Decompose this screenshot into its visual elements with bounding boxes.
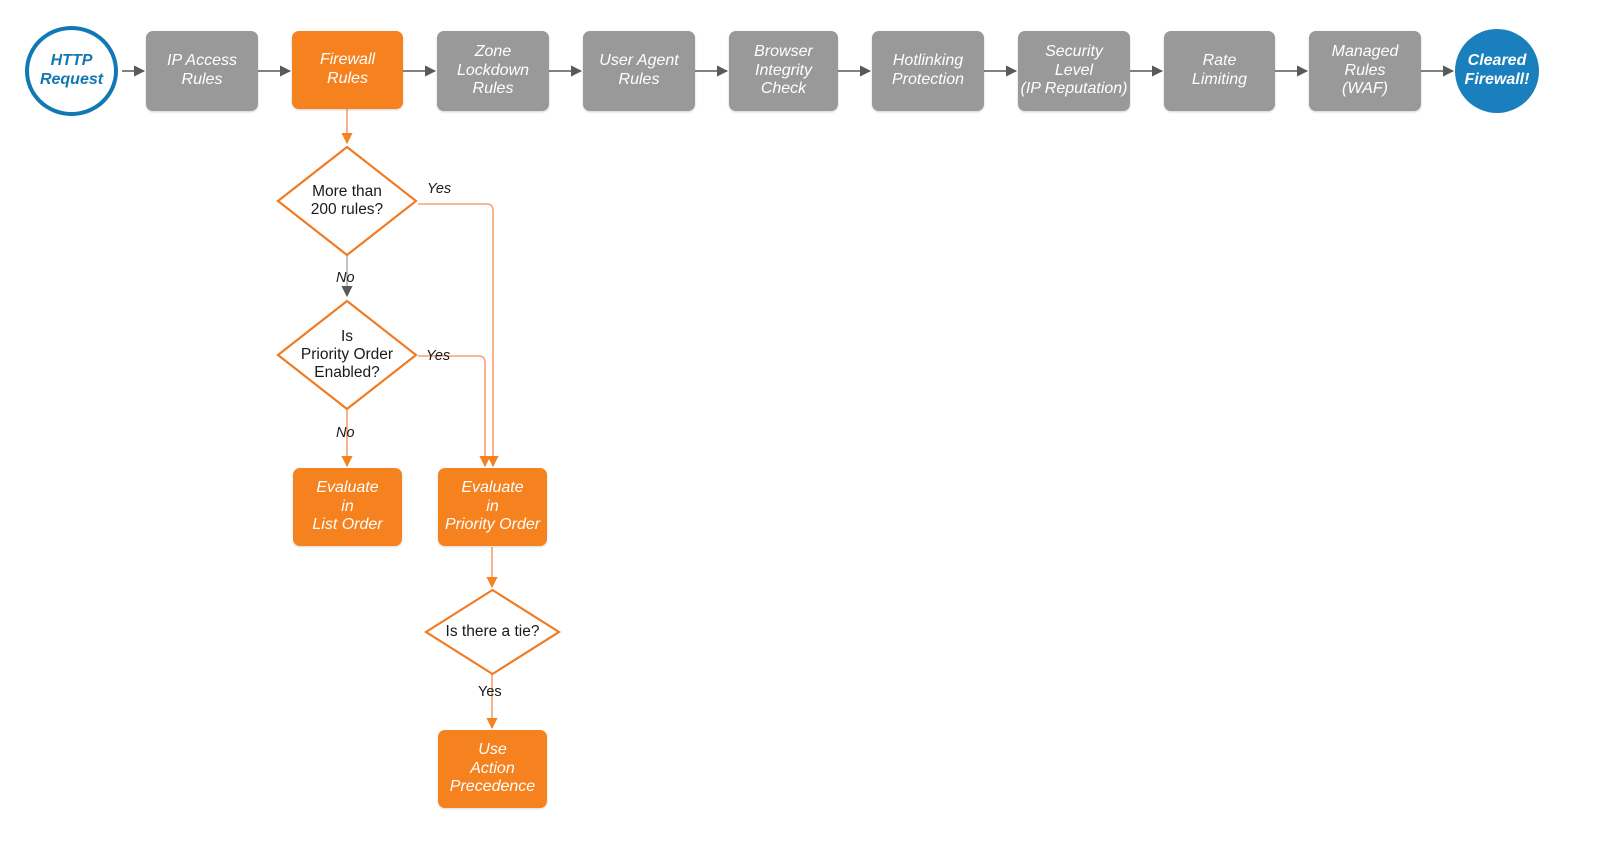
node-use-action-precedence[interactable]: Use Action Precedence [438, 730, 547, 808]
node-rate-limiting[interactable]: Rate Limiting [1164, 31, 1275, 111]
node-ip-access-rules[interactable]: IP Access Rules [146, 31, 258, 111]
node-managed-rules-waf[interactable]: Managed Rules (WAF) [1309, 31, 1421, 111]
node-user-agent-rules[interactable]: User Agent Rules [583, 31, 695, 111]
edge-label-yes-200-rules: Yes [427, 181, 452, 197]
edge-yes-200-to-priority-order [418, 203, 499, 468]
node-firewall-rules[interactable]: Firewall Rules [292, 31, 403, 109]
diamond-shape-200-rules [276, 145, 418, 257]
diamond-shape-is-there-a-tie [424, 588, 561, 676]
node-evaluate-in-priority-order[interactable]: Evaluate in Priority Order [438, 468, 547, 546]
node-zone-lockdown-rules[interactable]: Zone Lockdown Rules [437, 31, 549, 111]
edge-yes-priority-to-priority-order [418, 355, 491, 468]
node-decision-is-there-a-tie[interactable]: Is there a tie? [424, 588, 561, 676]
decision-label-200-rules: More than 200 rules? [310, 183, 384, 218]
edge-label-no-priority-order: No [336, 425, 355, 441]
node-browser-integrity-check[interactable]: Browser Integrity Check [729, 31, 838, 111]
node-security-level[interactable]: Security Level (IP Reputation) [1018, 31, 1130, 111]
edge-label-yes-priority-order: Yes [426, 348, 451, 364]
node-decision-more-than-200-rules[interactable]: More than 200 rules? [276, 145, 418, 257]
node-decision-priority-order-enabled[interactable]: Is Priority Order Enabled? [276, 299, 418, 411]
node-hotlinking-protection[interactable]: Hotlinking Protection [872, 31, 984, 111]
node-cleared-firewall[interactable]: Cleared Firewall! [1455, 29, 1539, 113]
diamond-shape-priority-order [276, 299, 418, 411]
decision-label-priority-order: Is Priority Order Enabled? [300, 328, 394, 381]
node-evaluate-in-list-order[interactable]: Evaluate in List Order [293, 468, 402, 546]
edge-label-yes-tie: Yes [478, 684, 502, 700]
edge-label-no-200-rules: No [336, 270, 355, 286]
node-http-request[interactable]: HTTP Request [25, 26, 118, 116]
decision-label-is-there-a-tie: Is there a tie? [445, 623, 540, 641]
